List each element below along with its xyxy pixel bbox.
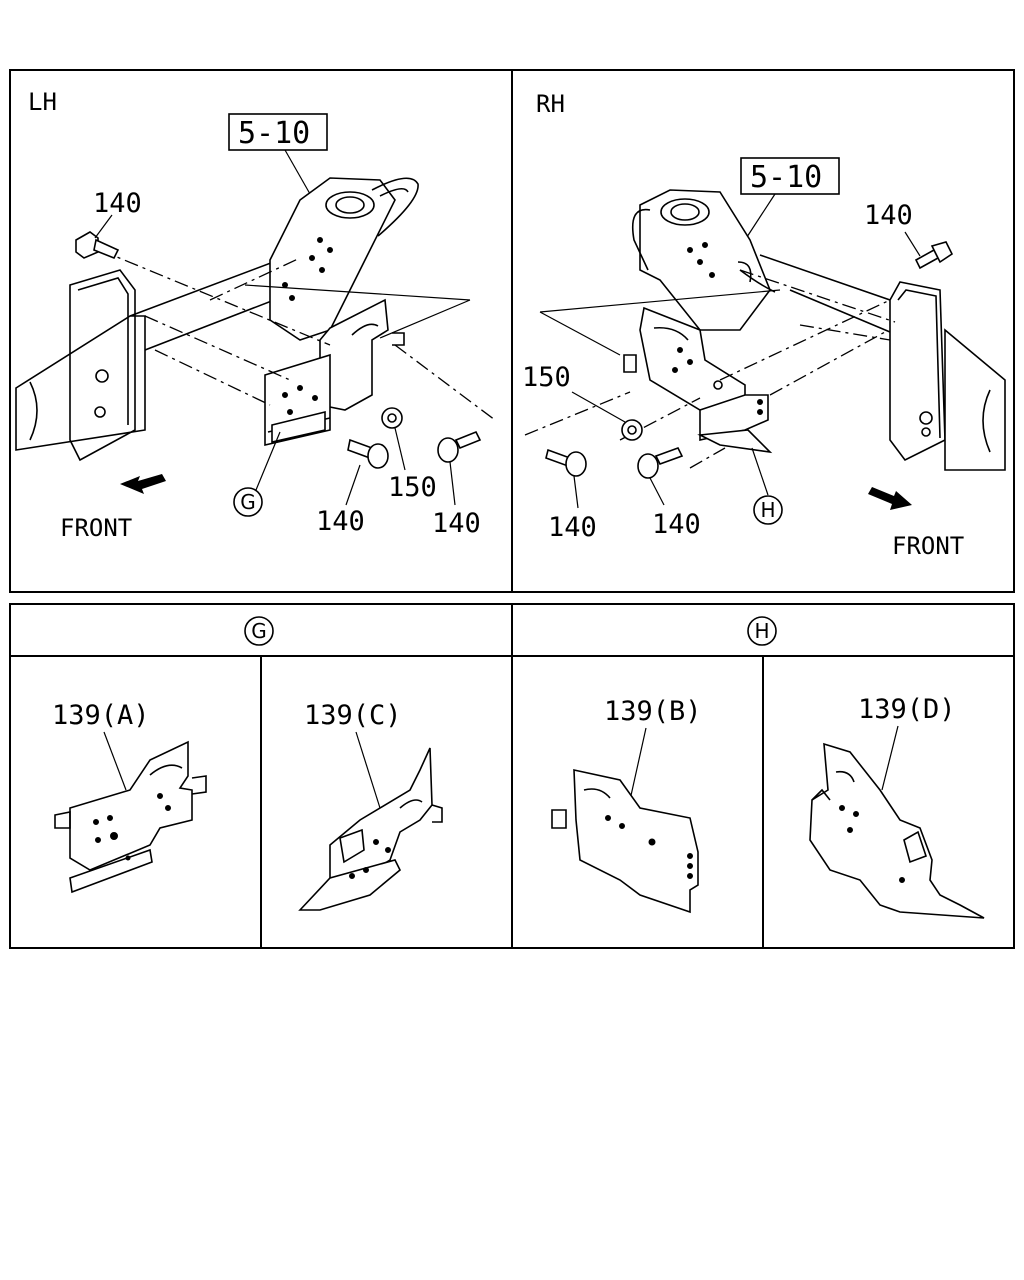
lh-front-arrow-icon	[120, 474, 166, 494]
rh-callout-150: 150	[522, 362, 571, 393]
detail-139c: 139(C)	[298, 700, 443, 911]
lh-bolt-2	[347, 438, 389, 469]
lh-front-label: FRONT	[60, 514, 132, 542]
lh-callout-140-mid: 140	[316, 506, 365, 537]
lh-ref-box-label: 5-10	[238, 116, 310, 151]
rh-view-ref-label: H	[760, 498, 775, 522]
detail-139d-label: 139(D)	[858, 694, 956, 725]
detail-header-g-label: G	[251, 619, 267, 643]
lh-side-label: LH	[28, 88, 57, 116]
lh-bracket-plate	[264, 298, 405, 447]
detail-139b: 139(B)	[551, 696, 702, 914]
rh-front-arrow-icon	[868, 487, 912, 510]
lh-ref-box	[228, 113, 328, 151]
rh-nut-150	[621, 419, 643, 441]
detail-header-g-circle	[244, 616, 274, 646]
rh-cab-mount	[631, 189, 776, 331]
lh-bolt-3	[437, 430, 482, 463]
detail-139a-label: 139(A)	[52, 700, 150, 731]
detail-139b-label: 139(B)	[604, 696, 702, 727]
detail-header-h-label: H	[754, 619, 769, 643]
rh-callout-140-top: 140	[864, 200, 913, 231]
rh-bolt-mid	[637, 447, 684, 479]
rh-ref-box-label: 5-10	[750, 160, 822, 195]
lh-nut-150	[381, 407, 403, 429]
lh-frame-rail	[15, 251, 301, 462]
lh-callout-150: 150	[388, 472, 437, 503]
rh-callout-140-mid: 140	[652, 509, 701, 540]
rh-callout-140-left: 140	[548, 512, 597, 543]
rh-bracket-plate	[623, 306, 773, 454]
rh-frame-rail	[759, 254, 1006, 471]
rh-bolt-top	[914, 241, 954, 270]
lh-callout-140-right: 140	[432, 508, 481, 539]
lh-view-ref-label: G	[240, 490, 256, 514]
lh-panel: LH 5-10	[15, 88, 496, 542]
lh-cab-mount	[269, 177, 419, 341]
detail-139d: 139(D)	[809, 694, 985, 919]
rh-front-label: FRONT	[892, 532, 964, 560]
rh-bolt-left	[545, 448, 587, 477]
lh-callout-140-top: 140	[93, 188, 142, 219]
detail-header-h-circle	[747, 616, 777, 646]
rh-side-label: RH	[536, 90, 565, 118]
rh-panel: RH 5-10	[522, 90, 1006, 560]
detail-139a: 139(A)	[52, 700, 207, 894]
rh-view-ref-circle	[753, 495, 783, 525]
detail-139c-label: 139(C)	[304, 700, 402, 731]
lh-bolt-1	[75, 231, 120, 260]
rh-ref-box	[740, 157, 840, 195]
lh-view-ref-circle	[233, 487, 263, 517]
